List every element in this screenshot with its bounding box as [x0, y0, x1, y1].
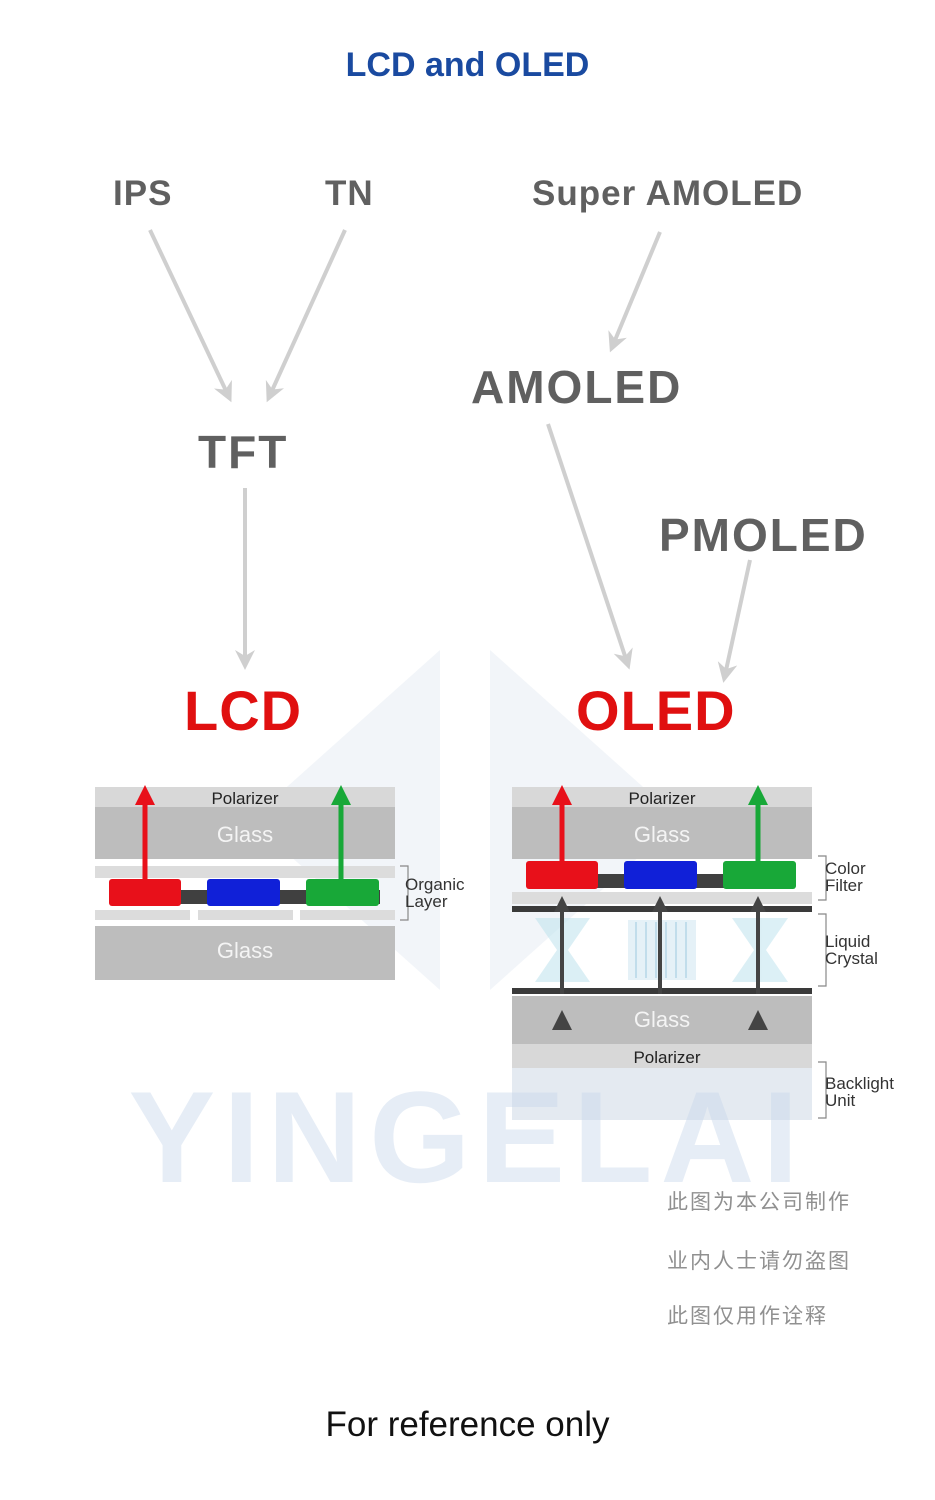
lcd-glass-bottom-label: Glass [216, 938, 274, 963]
oled-blue-filter [624, 861, 697, 889]
node-pmoled: PMOLED [659, 509, 868, 561]
lcd-red-subpixel [109, 879, 181, 906]
oled-glass-bottom-label: Glass [633, 1007, 691, 1032]
footer-note: For reference only [325, 1405, 610, 1444]
node-tn: TN [325, 174, 374, 213]
lcd-green-subpixel [306, 879, 379, 906]
arrow-tn-to-tft [265, 229, 347, 403]
backlight-unit-label: Backlight Unit [825, 1074, 894, 1110]
note-line: 业内人士请勿盗图 [667, 1250, 851, 1273]
liquid-crystal-label: Liquid Crystal [825, 932, 878, 968]
node-lcd: LCD [184, 679, 303, 742]
arrow-ips-to-tft [148, 229, 232, 403]
oled-glass-top-label: Glass [633, 822, 691, 847]
oled-green-filter [723, 861, 796, 889]
node-oled: OLED [576, 679, 736, 742]
page-title: LCD and OLED [345, 46, 590, 84]
oled-red-filter [526, 861, 598, 889]
node-ips: IPS [113, 174, 173, 213]
node-super-amoled: Super AMOLED [532, 174, 804, 213]
lcd-blue-subpixel [207, 879, 280, 906]
color-filter-label: Color Filter [825, 859, 866, 895]
lcd-organic-layer-label: Organic Layer [405, 875, 465, 911]
node-amoled: AMOLED [471, 361, 683, 413]
watermark-text: YINGELAI [128, 1064, 807, 1210]
arrow-pmoled-to-oled [717, 559, 752, 683]
node-tft: TFT [198, 426, 289, 478]
lcd-polarizer-label: Polarizer [211, 789, 279, 808]
arrow-amoled-to-oled [546, 423, 633, 670]
note-line: 此图为本公司制作 [667, 1191, 851, 1214]
oled-polarizer-top-label: Polarizer [628, 789, 696, 808]
note-line: 此图仅用作诠释 [667, 1305, 828, 1328]
lcd-glass-top-label: Glass [216, 822, 274, 847]
oled-polarizer-bottom-label: Polarizer [633, 1048, 701, 1067]
arrow-super-to-amoled [608, 231, 662, 353]
